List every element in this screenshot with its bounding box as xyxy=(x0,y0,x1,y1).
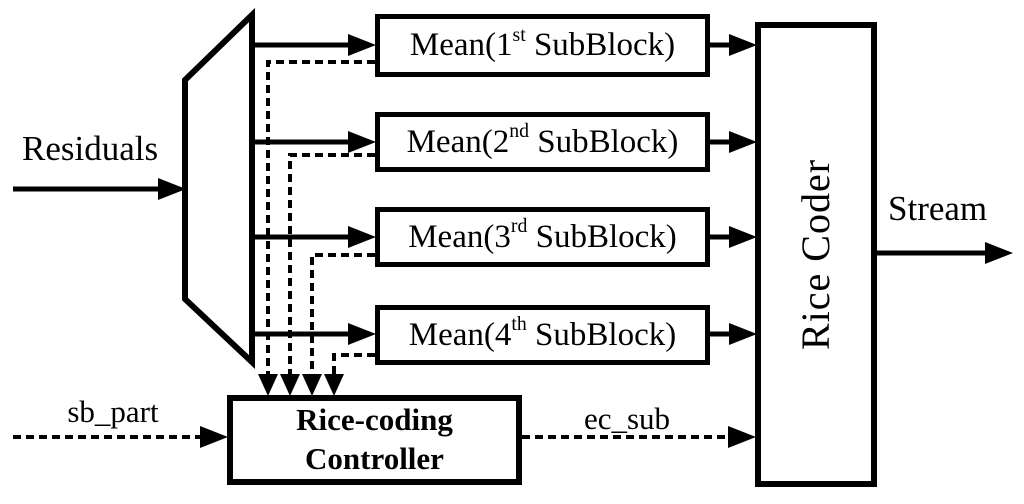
stream-arrow xyxy=(877,242,1013,264)
arrowhead xyxy=(302,374,322,396)
arrowhead xyxy=(348,131,376,153)
dashed-line-mean-4-to-controller xyxy=(332,353,375,376)
arrowhead xyxy=(348,34,376,56)
mean-4-to-ricecoder-arrow xyxy=(708,323,757,345)
ec-sub-label: ec_sub xyxy=(583,401,671,436)
controller-label-line2: Controller xyxy=(305,441,444,476)
mean-subblock-1-label: Mean(1 xyxy=(409,27,513,63)
arrowhead xyxy=(158,178,186,200)
dashed-line-mean-3-to-controller xyxy=(310,253,375,376)
arrowhead xyxy=(280,374,300,396)
mean-subblock-2-label: Mean(2 xyxy=(406,123,510,160)
mean-1-to-ricecoder-arrow xyxy=(708,34,757,56)
residuals-arrow xyxy=(13,178,186,200)
demux-shape xyxy=(182,7,255,369)
arrowhead xyxy=(348,226,376,248)
rice-coding-controller-box: Rice-coding Controller xyxy=(227,395,522,485)
rice-coder-box: Rice Coder xyxy=(755,22,877,487)
mean-subblock-2-label-suffix: SubBlock) xyxy=(529,123,679,160)
mean-subblock-4-label-suffix: SubBlock) xyxy=(526,316,677,353)
rice-coder-label: Rice Coder xyxy=(793,158,839,351)
mean-subblock-3-label-suffix: SubBlock) xyxy=(527,218,677,255)
demux-to-mean-1-arrow xyxy=(250,34,376,56)
arrowhead xyxy=(729,226,757,248)
arrowhead xyxy=(729,131,757,153)
stream-label: Stream xyxy=(888,189,988,228)
arrowhead xyxy=(985,242,1013,264)
arrowhead xyxy=(729,323,757,345)
dashed-line-mean-2-to-controller xyxy=(288,153,375,376)
arrowhead xyxy=(258,374,278,396)
mean-subblock-3-label: Mean(3 xyxy=(408,218,511,255)
sb-part-arrow xyxy=(13,426,228,448)
mean-3-to-ricecoder-arrow xyxy=(708,226,757,248)
mean-subblock-1-label-suffix: SubBlock) xyxy=(525,27,676,63)
mean-2-to-ricecoder-arrow xyxy=(708,131,757,153)
arrowhead xyxy=(200,426,228,448)
mean-subblock-4-label: Mean(4 xyxy=(408,316,512,353)
residuals-label: Residuals xyxy=(22,129,159,168)
arrowhead xyxy=(324,374,344,396)
arrowhead xyxy=(348,323,376,345)
arrowhead xyxy=(729,34,757,56)
dashed-line-mean-1-to-controller xyxy=(266,60,375,376)
demux-to-mean-3-arrow xyxy=(250,226,376,248)
controller-label-line1: Rice-coding xyxy=(296,402,453,438)
arrowhead xyxy=(728,426,756,448)
ec-sub-arrow xyxy=(522,426,756,448)
sb-part-label: sb_part xyxy=(67,394,159,429)
